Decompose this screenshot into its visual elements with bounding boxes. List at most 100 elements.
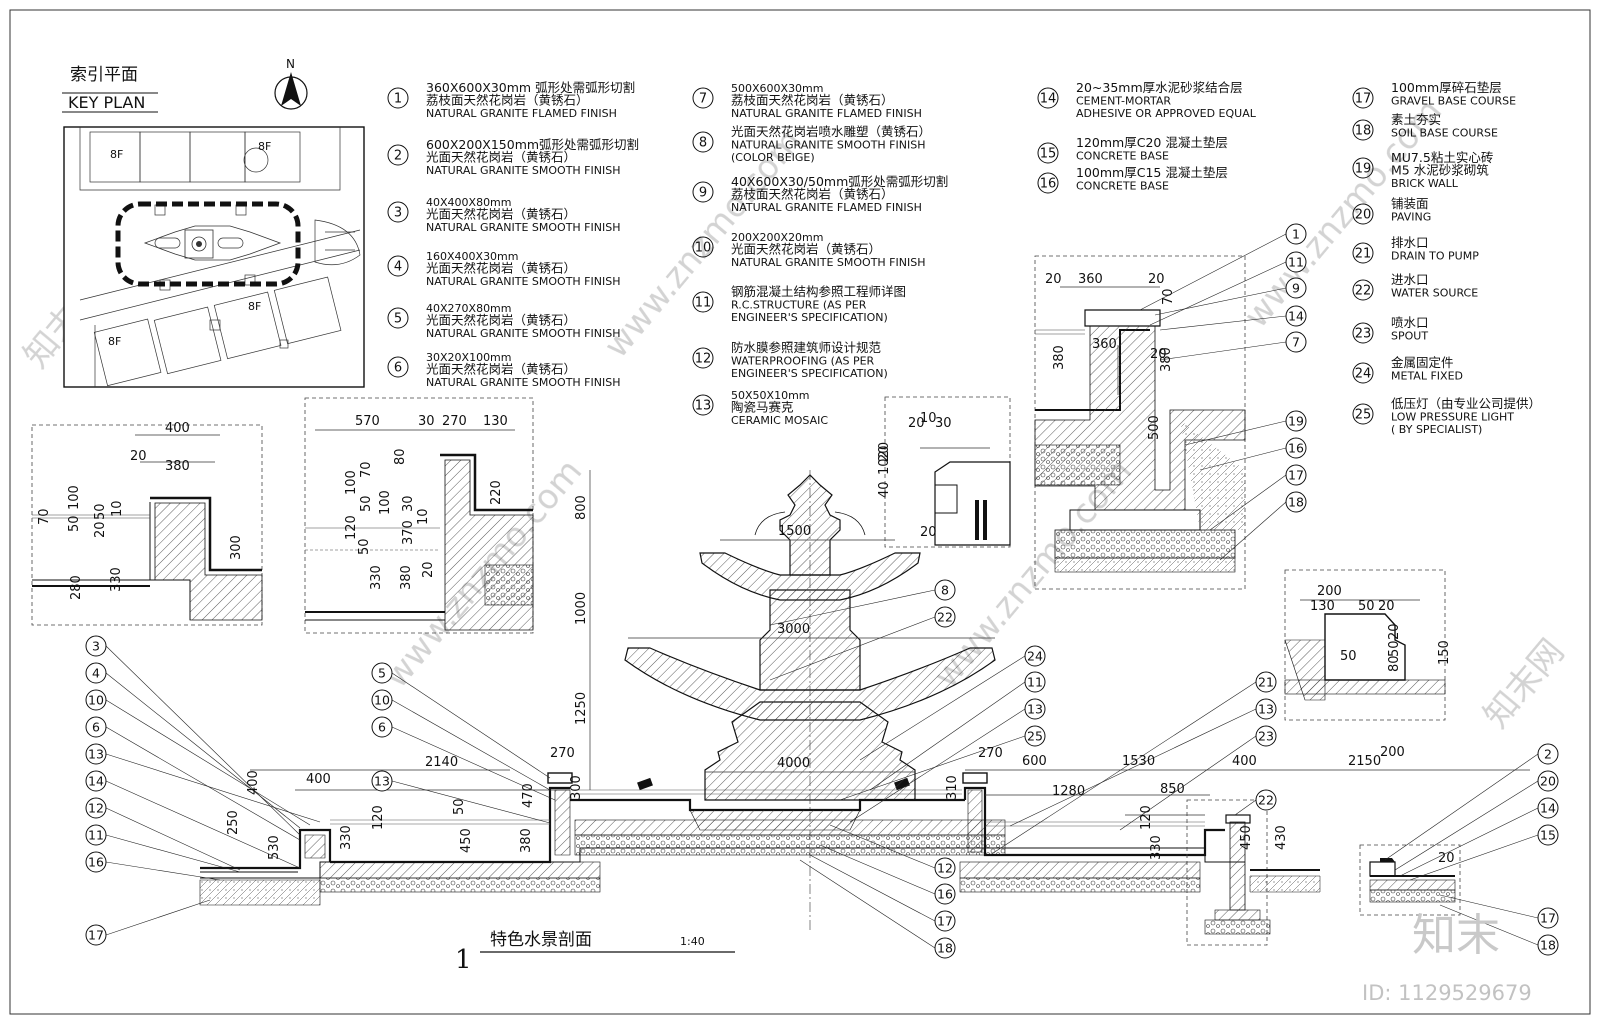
leader-line — [105, 672, 301, 829]
dimension-label: 470 — [521, 783, 536, 808]
callout-number: 13 — [1027, 702, 1043, 717]
callout-number: 10 — [88, 693, 104, 708]
callout-number: 14 — [88, 774, 104, 789]
callout-circle — [1024, 671, 1046, 693]
leader-line — [829, 824, 936, 869]
callout-circle — [371, 662, 393, 684]
dimension-label: 330 — [339, 825, 354, 850]
key-plan-title-cn: 索引平面 — [70, 65, 138, 85]
legend-number-circle — [387, 201, 409, 223]
dimension-label: 380 — [519, 828, 534, 853]
dimension-label: 370 — [401, 520, 416, 545]
dimension-label: 50 — [1340, 649, 1357, 664]
legend-line: NATURAL GRANITE SMOOTH FINISH — [426, 221, 620, 234]
dimension-label: 2150 — [1348, 754, 1381, 769]
legend-line: 30X20X100mm — [426, 351, 512, 364]
section-name: 特色水景剖面 — [490, 930, 592, 950]
legend-number: 14 — [1040, 92, 1057, 107]
callout-number: 16 — [1288, 441, 1304, 456]
callout-number: 16 — [937, 887, 953, 902]
callout-number: 1 — [1292, 227, 1300, 242]
legend-line: SPOUT — [1391, 330, 1428, 343]
leader-line — [869, 681, 1026, 791]
legend-line: 排水口 — [1391, 235, 1429, 250]
legend-number-circle — [1352, 242, 1374, 264]
legend-line: CONCRETE BASE — [1076, 180, 1169, 193]
legend-item: 940X600X30/50mm弧形处需弧形切割荔枝面天然花岗岩（黄锈石）NATU… — [692, 174, 948, 214]
leader-line — [105, 699, 311, 826]
floor-label: 8F — [258, 140, 271, 153]
legend-number-circle — [692, 347, 714, 369]
leader-line — [105, 780, 301, 869]
leader-line — [809, 854, 936, 922]
legend-line: 500X600X30mm — [731, 82, 824, 95]
callout-circle — [934, 857, 956, 879]
dimension-label: 360 — [1078, 272, 1103, 287]
legend-line: CERAMIC MOSAIC — [731, 414, 828, 427]
legend-line: METAL FIXED — [1391, 370, 1463, 383]
legend-number: 20 — [1355, 208, 1372, 223]
dimension-label: 70 — [1161, 288, 1176, 305]
callout-circle — [371, 770, 393, 792]
leader-line — [1184, 420, 1287, 446]
legend-number-circle — [1352, 322, 1374, 344]
callout-circle — [1024, 645, 1046, 667]
dimension-label: 200 — [1380, 745, 1405, 760]
callout-circle — [1285, 464, 1307, 486]
legend-line: NATURAL GRANITE SMOOTH FINISH — [731, 139, 925, 152]
callout-circle — [934, 937, 956, 959]
callout-circle — [85, 716, 107, 738]
section-title: 1 特色水景剖面 1:40 — [455, 930, 735, 975]
leader-line — [1439, 894, 1539, 919]
dimension-label: 500 — [1147, 415, 1162, 440]
callout-circle — [371, 689, 393, 711]
legend-line: SOIL BASE COURSE — [1391, 127, 1498, 140]
callout-number: 24 — [1027, 649, 1043, 664]
legend-line: MU7.5粘土实心砖 — [1391, 150, 1493, 165]
callout-circle — [1537, 797, 1559, 819]
dimension-label: 850 — [1160, 782, 1185, 797]
leader-line — [391, 699, 551, 791]
callout-number: 12 — [88, 801, 104, 816]
callout-number: 10 — [374, 693, 390, 708]
dimension-label: 130 — [1310, 599, 1335, 614]
leader-line — [1149, 261, 1287, 326]
legend-number: 2 — [394, 149, 402, 164]
legend-line: 光面天然花岗岩（黄锈石） — [426, 150, 576, 165]
leader-line — [859, 655, 1026, 761]
watermark-logo-text: 知末 — [1412, 910, 1500, 961]
key-plan-title-en: KEY PLAN — [68, 93, 145, 112]
legend-line: 防水膜参照建筑师设计规范 — [731, 340, 881, 355]
legend-line: 金属固定件 — [1391, 355, 1454, 370]
dimension-label: 20 — [421, 561, 436, 578]
legend-number-circle — [692, 291, 714, 313]
callout-circle — [1285, 251, 1307, 273]
legend-line: BRICK WALL — [1391, 177, 1459, 190]
dimension-label: 450 — [459, 828, 474, 853]
dimension-label: 20 — [1150, 347, 1167, 362]
dimension-label: 40 — [877, 481, 892, 498]
dimension-label: 330 — [1149, 835, 1164, 860]
callout-number: 16 — [88, 855, 104, 870]
legend-line: 光面天然花岗岩（黄锈石） — [426, 362, 576, 377]
legend-line: 100mm厚碎石垫层 — [1391, 80, 1502, 95]
legend-line: NATURAL GRANITE SMOOTH FINISH — [426, 164, 620, 177]
legend-number: 15 — [1040, 147, 1057, 162]
callout-number: 2 — [1544, 747, 1552, 762]
dimension-label: 30 — [935, 416, 952, 431]
legend-number: 17 — [1355, 92, 1372, 107]
dimension-label: 250 — [226, 810, 241, 835]
floor-label: 8F — [110, 148, 123, 161]
callout-number: 25 — [1027, 729, 1043, 744]
dimension-label: 330 — [109, 567, 124, 592]
dimension-label: 2140 — [425, 755, 458, 770]
callout-number: 6 — [378, 720, 386, 735]
leader-line — [1234, 799, 1257, 816]
callout-circle — [371, 716, 393, 738]
callout-circle — [85, 743, 107, 765]
leader-line — [391, 780, 551, 824]
